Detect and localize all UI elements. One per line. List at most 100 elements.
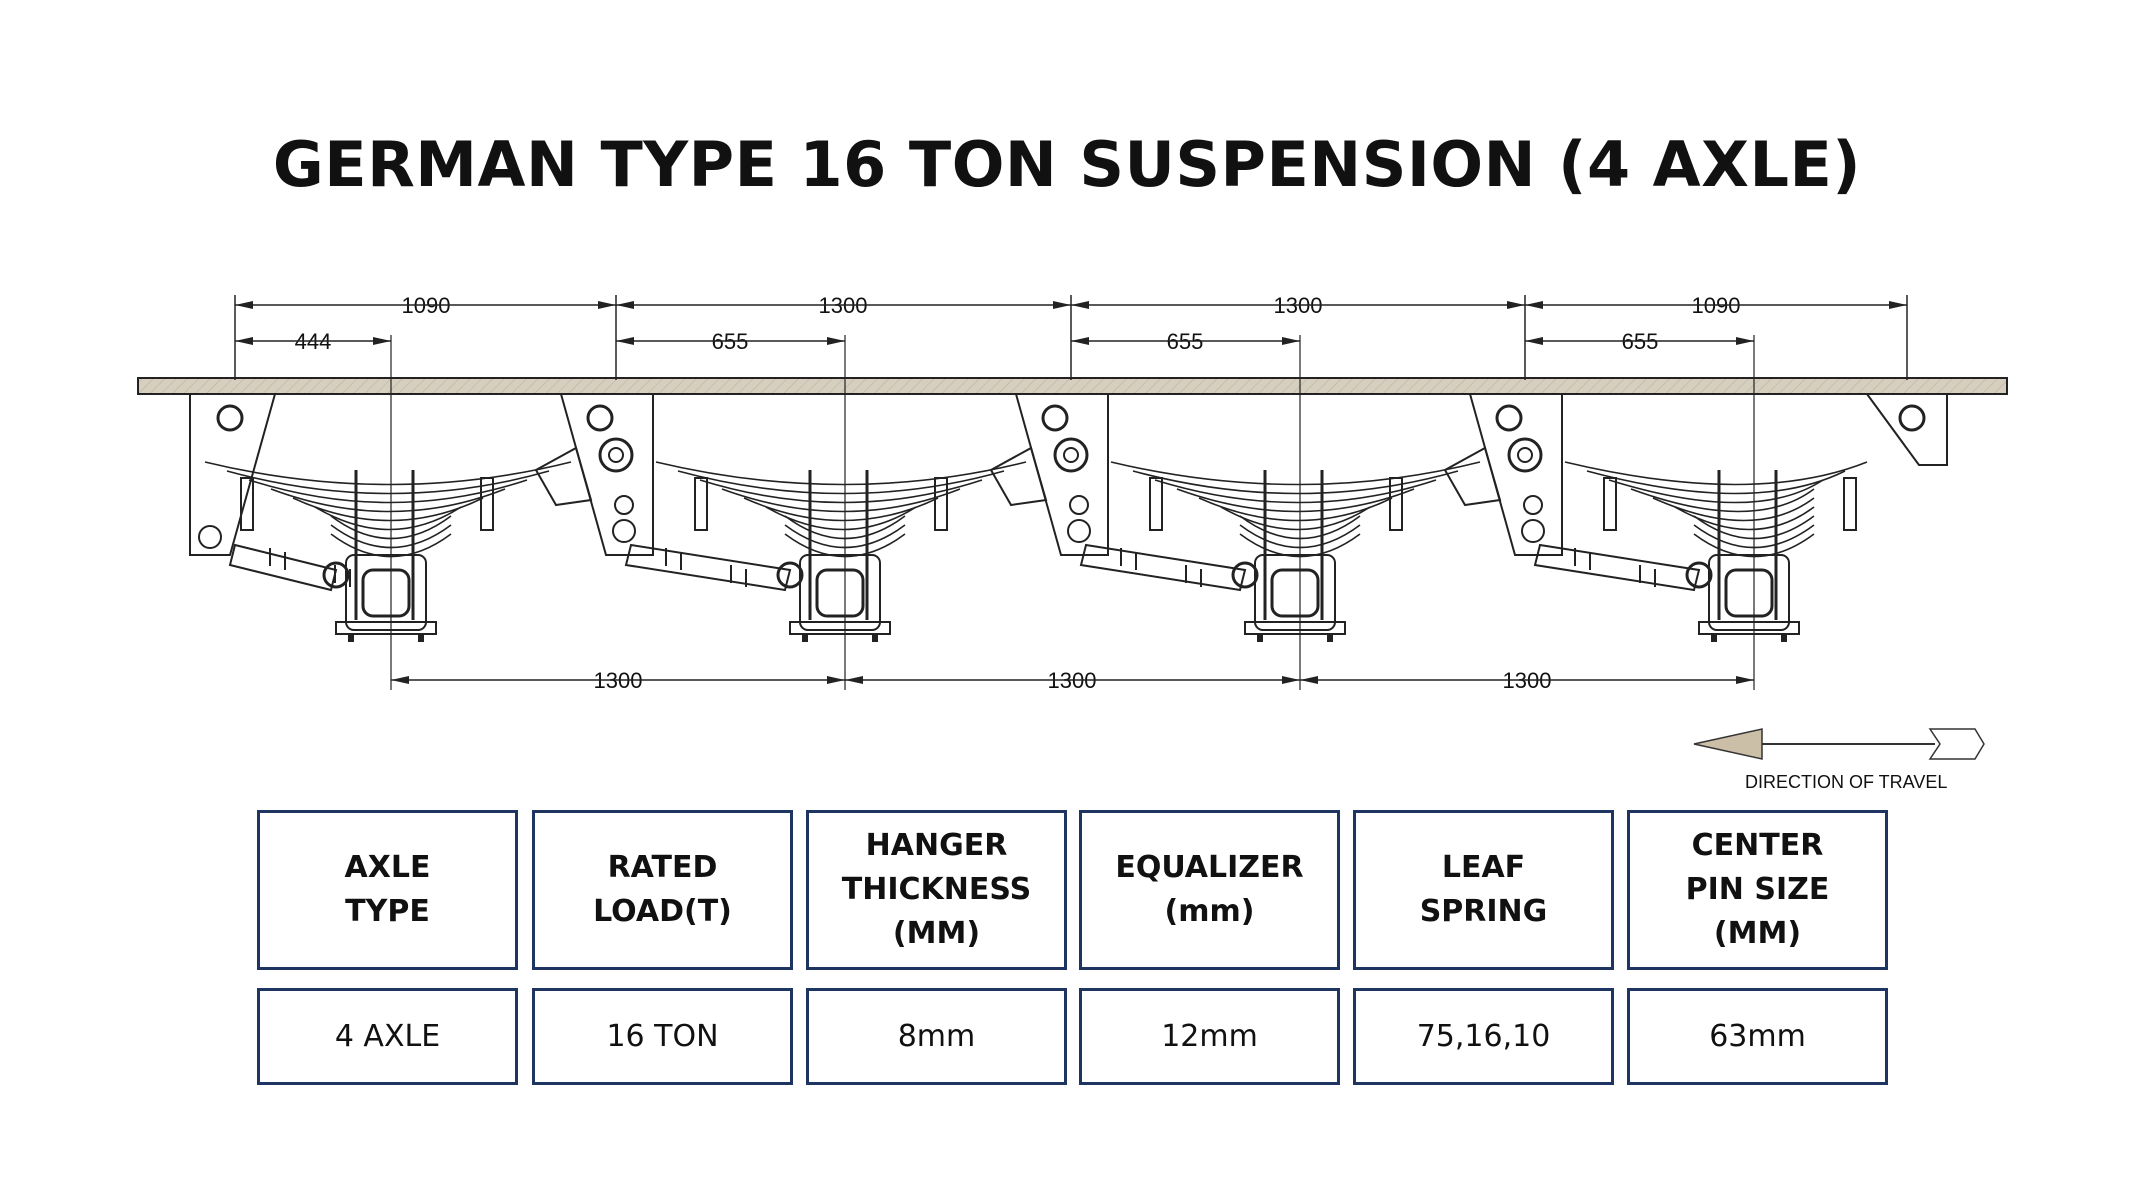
u-bolt xyxy=(1717,470,1778,620)
spring-leaf xyxy=(1608,479,1824,504)
arrowhead xyxy=(827,676,845,684)
arrowhead xyxy=(391,676,409,684)
hole xyxy=(1523,495,1543,515)
table-header-cell: AXLE TYPE xyxy=(257,810,518,970)
spring-leaf xyxy=(248,479,528,504)
axle-assembly xyxy=(1079,461,1481,642)
u-bolt xyxy=(808,470,869,620)
spring-clip xyxy=(934,477,948,531)
nut xyxy=(1495,404,1523,432)
arrowhead xyxy=(1507,301,1525,309)
arrowhead xyxy=(1053,301,1071,309)
equalizer xyxy=(989,446,1048,507)
axle-seat xyxy=(799,554,881,631)
table-header-cell: EQUALIZER(mm) xyxy=(1079,810,1340,970)
arrowhead xyxy=(598,301,616,309)
chassis-beam xyxy=(137,377,2008,395)
arrowhead xyxy=(235,301,253,309)
torque-arm xyxy=(624,543,792,592)
header-line: AXLE xyxy=(344,850,431,885)
torque-arm xyxy=(228,543,338,592)
header-line: RATED xyxy=(607,850,718,885)
spring-leaf xyxy=(1154,479,1437,504)
spring-leaf xyxy=(1132,470,1459,495)
equalizer-pin xyxy=(1507,437,1543,473)
axle-beam xyxy=(1724,568,1774,618)
torque-arm-bushing xyxy=(1685,561,1713,589)
spring-leaf xyxy=(743,497,939,522)
nut xyxy=(1041,404,1069,432)
header-text: EQUALIZER(mm) xyxy=(1115,846,1303,934)
table-value-cell: 12mm xyxy=(1079,988,1340,1085)
table-value-cell: 16 TON xyxy=(532,988,793,1085)
u-bolt-nuts xyxy=(802,634,878,642)
equalizer xyxy=(1443,446,1502,507)
hanger xyxy=(989,393,1109,556)
bottom-plate xyxy=(1698,621,1800,635)
table-value-cell: 75,16,10 xyxy=(1353,988,1614,1085)
axle-beam xyxy=(1270,568,1320,618)
spring-leaf xyxy=(1110,461,1481,486)
adjuster xyxy=(1574,548,1656,587)
table-header-cell: LEAF SPRING xyxy=(1353,810,1614,970)
table-value-cell: 63mm xyxy=(1627,988,1888,1085)
adjuster xyxy=(1120,548,1202,587)
axle-seat xyxy=(1254,554,1336,631)
header-line: (MM) xyxy=(1713,916,1802,951)
header-line: SPRING xyxy=(1419,894,1548,929)
axle-beam xyxy=(361,568,411,618)
spring-leaf xyxy=(677,470,1005,495)
spring-clip xyxy=(240,477,254,531)
hole xyxy=(614,495,634,515)
arrowhead xyxy=(373,337,391,345)
bolt xyxy=(612,519,636,543)
dimension-lines: 1090 1300 1300 1090 444 655 655 655 1300… xyxy=(234,293,1908,693)
hanger xyxy=(534,393,654,556)
u-bolt-nuts xyxy=(1711,634,1787,642)
spring-leaf xyxy=(1674,506,1815,531)
header-line: CENTER xyxy=(1691,828,1824,863)
spring-leaf xyxy=(1630,488,1815,513)
spring-leaf xyxy=(1652,497,1815,522)
axle-seat xyxy=(1708,554,1790,631)
arrowhead xyxy=(1300,676,1318,684)
spring-clip xyxy=(694,477,708,531)
torque-arm-bushing xyxy=(1231,561,1259,589)
spring-leaf xyxy=(292,497,484,522)
spring-leaf xyxy=(226,470,550,495)
spring-leaf xyxy=(765,506,917,531)
table-value-cell: 8mm xyxy=(806,988,1067,1085)
bottom-plate xyxy=(1244,621,1346,635)
hanger xyxy=(1866,393,1948,466)
adjuster xyxy=(665,548,747,587)
page-title: GERMAN TYPE 16 TON SUSPENSION (4 AXLE) xyxy=(272,128,1862,201)
spring-clip xyxy=(480,477,494,531)
spring-leaf xyxy=(1198,497,1393,522)
header-line: LEAF xyxy=(1441,850,1526,885)
spring-leaf xyxy=(204,461,572,486)
arrowhead xyxy=(1071,301,1089,309)
axle-seat xyxy=(345,554,427,631)
arrowhead xyxy=(1736,676,1754,684)
u-bolt xyxy=(1263,470,1324,620)
header-line: EQUALIZER xyxy=(1115,850,1304,885)
equalizer-pin-inner xyxy=(1517,447,1533,463)
nut xyxy=(1898,404,1926,432)
header-line: THICKNESS xyxy=(841,872,1032,907)
header-line: TYPE xyxy=(345,894,430,929)
arrowhead xyxy=(1282,337,1300,345)
direction-arrow xyxy=(1693,728,1985,760)
hole xyxy=(1069,495,1089,515)
hanger xyxy=(1443,393,1563,556)
hanger-plate xyxy=(1866,393,1948,466)
hanger-plate xyxy=(560,393,654,556)
hanger xyxy=(189,393,276,556)
header-line: HANGER xyxy=(865,828,1008,863)
spring-clip xyxy=(1843,477,1857,531)
spring-leaf xyxy=(1564,461,1868,486)
